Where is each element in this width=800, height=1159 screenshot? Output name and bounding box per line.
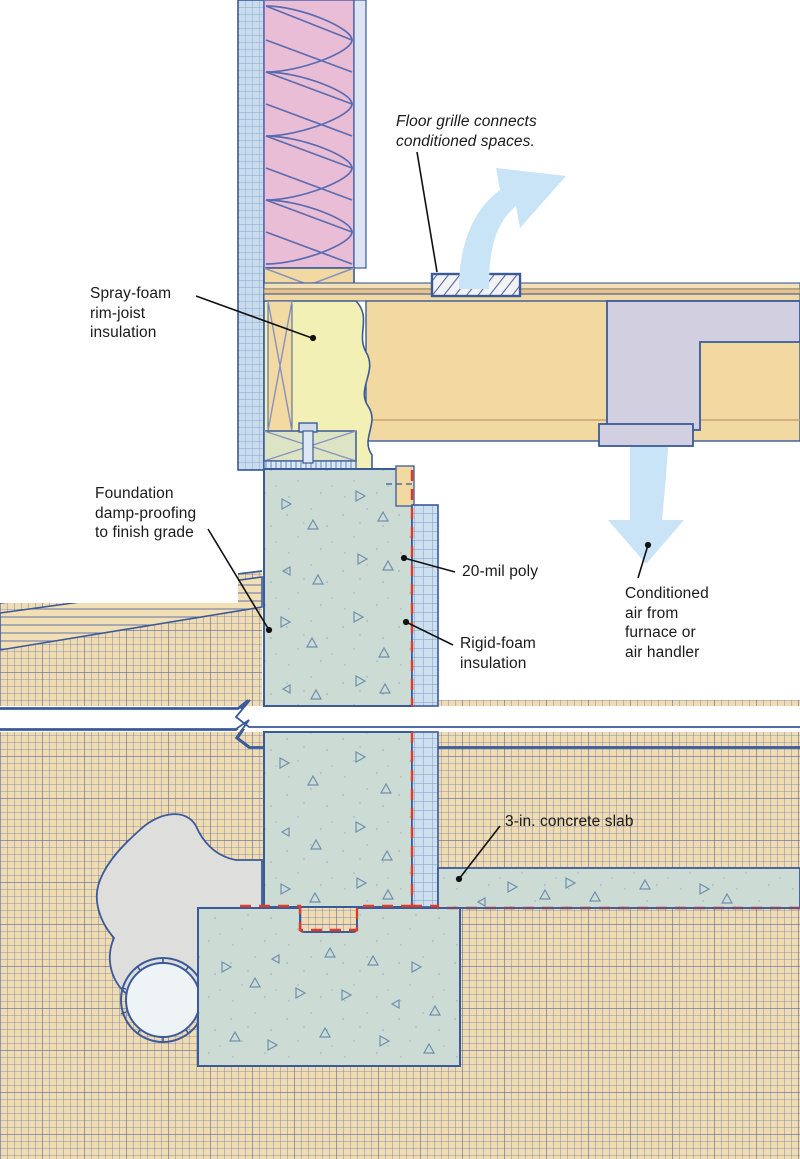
left-white-field	[0, 0, 238, 603]
annotation-foundation-damp-proofing: Foundation damp-proofing to finish grade	[95, 485, 197, 542]
annotation-rigid-foam: Rigid-foam insulation	[460, 635, 536, 672]
annotation-conditioned-air: Conditioned air from furnace or air hand…	[625, 585, 709, 661]
footing-drain-pipe	[120, 957, 206, 1043]
air-arrow-up	[459, 168, 566, 289]
foundation-wall-lower	[263, 731, 413, 908]
wall-batt-insulation	[263, 0, 367, 269]
annotation-concrete-slab: 3-in. concrete slab	[505, 813, 634, 830]
annotation-spray-foam: Spray-foam rim-joist insulation	[90, 285, 172, 342]
air-arrow-down	[608, 447, 684, 564]
wall-ledge	[386, 465, 415, 507]
foundation-wall-upper	[263, 468, 413, 707]
supply-duct	[598, 300, 800, 447]
annotation-floor-grille: Floor grille connects conditioned spaces…	[396, 113, 537, 150]
exterior-rigid-foam-upper	[411, 504, 439, 707]
concrete-slab	[437, 867, 800, 909]
footing	[197, 907, 461, 1067]
leader-lines	[195, 151, 649, 880]
leader-dots	[265, 334, 652, 883]
annotation-20-mil-poly: 20-mil poly	[462, 563, 539, 580]
exterior-sheathing	[237, 0, 265, 471]
exterior-rigid-foam-lower	[411, 731, 439, 908]
floor-deck	[263, 282, 800, 302]
